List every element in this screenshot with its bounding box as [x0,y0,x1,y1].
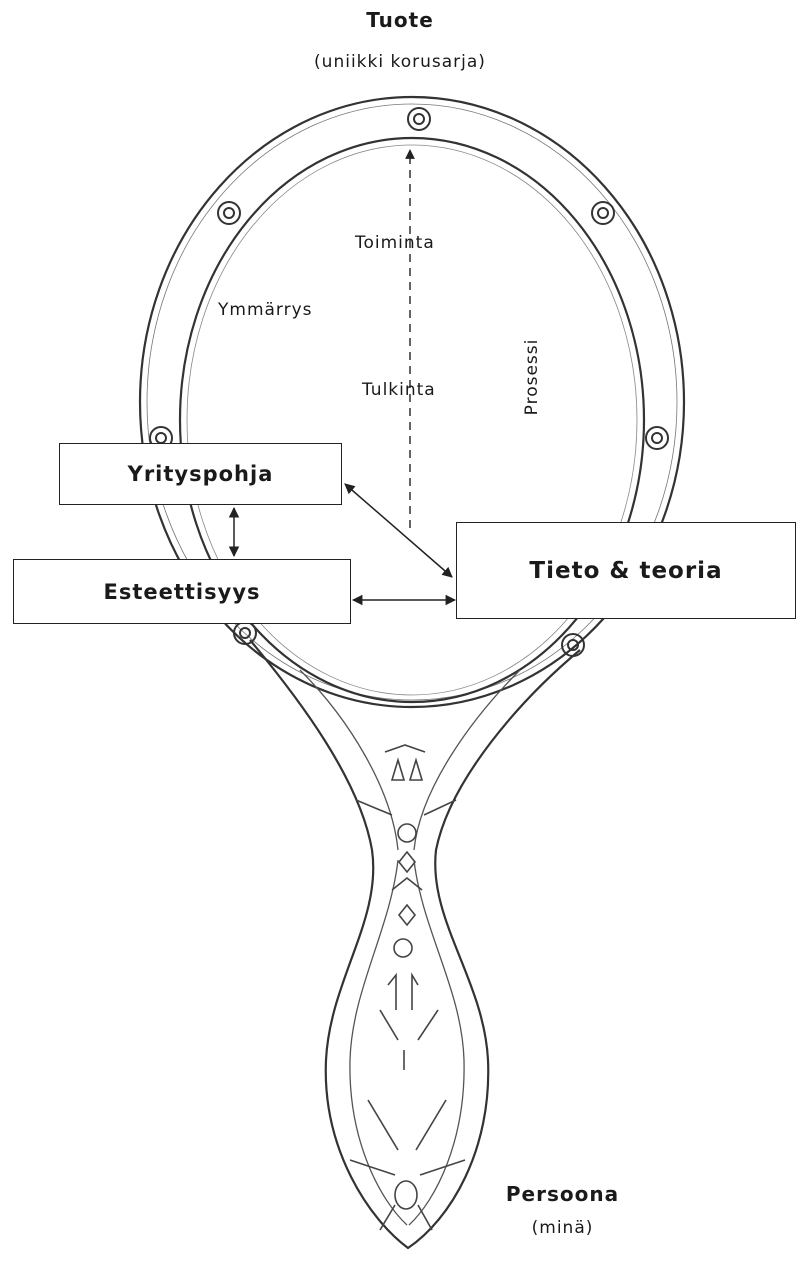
top-subtitle: (uniikki korusarja) [250,52,550,72]
label-toiminta: Toiminta [355,233,435,253]
box-esteettisyys: Esteettisyys [13,559,351,624]
label-prosessi: Prosessi [522,327,542,427]
box-tieto-teoria-label: Tieto & teoria [529,558,722,584]
box-esteettisyys-label: Esteettisyys [103,580,260,604]
bottom-subtitle: (minä) [500,1218,625,1238]
label-ymmarrys: Ymmärrys [218,300,313,320]
mirror-handle [250,640,580,1248]
bottom-title: Persoona [470,1182,655,1206]
handle-ornaments [350,745,465,1230]
box-yrityspohja: Yrityspohja [59,443,342,505]
box-yrityspohja-label: Yrityspohja [128,462,274,486]
top-title: Tuote [330,8,470,32]
box-tieto-teoria: Tieto & teoria [456,522,796,619]
arrow-yrityspohja-tieto [345,484,452,577]
label-tulkinta: Tulkinta [362,380,436,400]
